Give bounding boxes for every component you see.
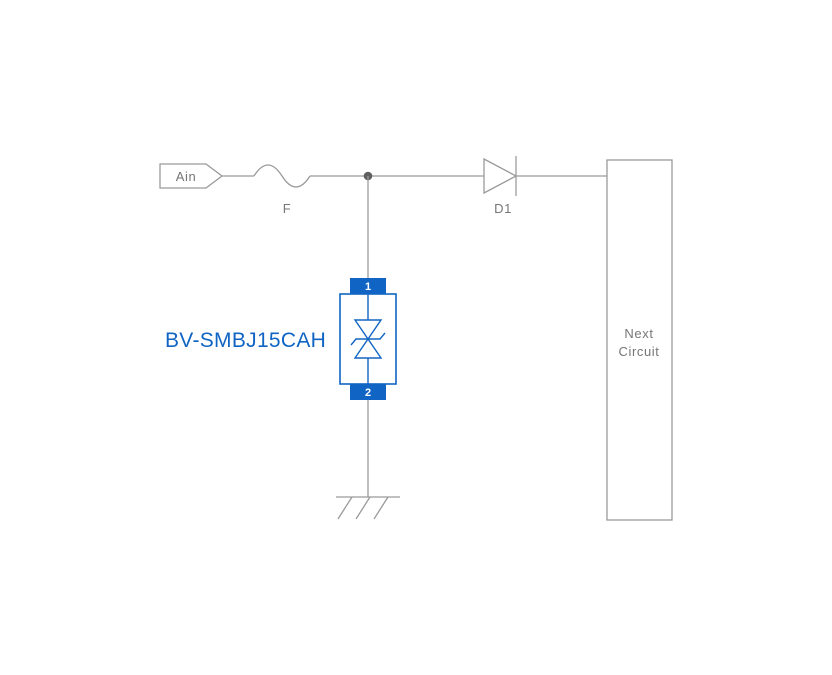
next-circuit-outline <box>606 159 673 521</box>
tvs-pin2-label: 2 <box>365 387 371 399</box>
tvs-pin2-terminal <box>350 384 386 400</box>
ground-icon <box>336 496 400 520</box>
tvs-top-triangle <box>353 319 383 341</box>
next-circuit-label-line1: Next <box>624 326 653 341</box>
next-circuit-label-line2: Circuit <box>618 344 659 359</box>
ain-label: Ain <box>176 169 197 184</box>
fuse-label: F <box>283 201 292 216</box>
ain-tag-outline <box>159 163 224 189</box>
diode-anode-triangle-icon <box>483 157 518 195</box>
tvs-pin1-terminal <box>350 278 386 294</box>
fuse-wave-icon <box>253 164 311 188</box>
tvs-part-label: BV-SMBJ15CAH <box>165 329 326 352</box>
next-circuit-box: Next Circuit <box>606 159 673 521</box>
diode-label: D1 <box>494 201 512 216</box>
tvs-diode-icon <box>350 294 386 384</box>
fuse-symbol: F <box>253 164 311 216</box>
diode-symbol: D1 <box>483 156 518 216</box>
tvs-breakdown-bar <box>350 332 386 346</box>
ground-hatch-1 <box>337 496 353 520</box>
tvs-pin1-label: 1 <box>365 281 371 293</box>
ground-hatch-2 <box>355 496 371 520</box>
ain-input-tag: Ain <box>159 163 224 189</box>
tvs-component: 1 2 BV-SMBJ15CAH <box>165 278 397 400</box>
ground-hatch-3 <box>373 496 389 520</box>
